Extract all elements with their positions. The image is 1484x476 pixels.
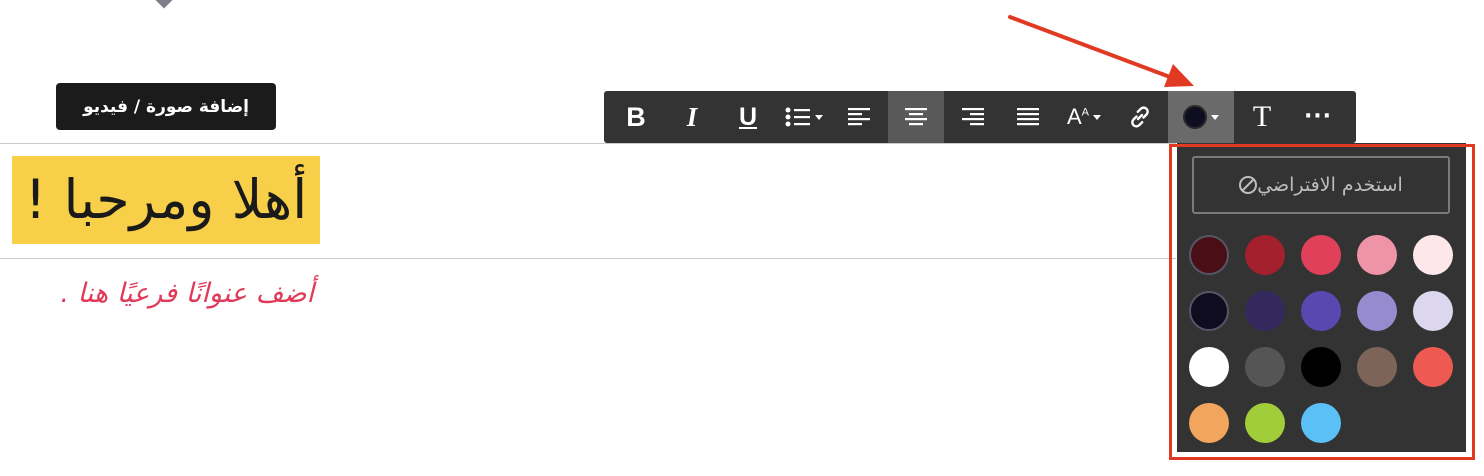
italic-icon: I [686,101,698,132]
underline-icon: U [738,102,758,131]
text-style-icon: T [1252,100,1272,133]
color-swatch[interactable] [1189,235,1229,275]
color-swatch[interactable] [1189,403,1229,443]
more-icon: ··· [1303,104,1333,129]
color-swatch[interactable] [1245,403,1285,443]
color-swatch[interactable] [1357,347,1397,387]
subheading[interactable]: أضف عنوانًا فرعيًا هنا . [60,278,314,309]
color-swatch[interactable] [1413,235,1453,275]
color-swatch[interactable] [1413,291,1453,331]
text-color-button[interactable] [1168,91,1234,143]
align-right-icon [962,108,984,126]
link-icon [1131,106,1149,128]
use-default-label: استخدم الافتراضي [1257,174,1403,196]
align-left-button[interactable] [832,91,888,143]
no-color-icon [1239,176,1258,194]
bulleted-list-icon [785,107,810,127]
chevron-down-icon [1211,114,1219,120]
color-swatch[interactable] [1413,347,1453,387]
section-divider-top [0,143,1176,144]
heading-block[interactable]: أهلا ومرحبا ! [12,156,320,244]
color-swatch[interactable] [1357,235,1397,275]
color-swatch[interactable] [1301,347,1341,387]
color-swatch[interactable] [1301,235,1341,275]
add-media-tooltip[interactable]: إضافة صورة / فيديو [56,83,276,130]
color-swatch[interactable] [1245,235,1285,275]
link-button[interactable] [1112,91,1168,143]
section-divider-bottom [0,258,1176,259]
align-center-button[interactable] [888,91,944,143]
underline-button[interactable]: U [720,91,776,143]
font-size-icon: AA [1066,104,1090,129]
chevron-down-icon [815,114,823,120]
color-swatch[interactable] [1245,347,1285,387]
color-swatch[interactable] [1301,403,1341,443]
color-dot-icon [1183,105,1207,129]
align-justify-icon [1017,108,1039,126]
add-media-label: إضافة صورة / فيديو [83,96,249,117]
use-default-color-button[interactable]: استخدم الافتراضي [1192,156,1450,214]
color-swatch[interactable] [1357,291,1397,331]
color-picker-panel: استخدم الافتراضي [1177,143,1466,452]
align-right-button[interactable] [944,91,1000,143]
justify-button[interactable] [1000,91,1056,143]
bold-button[interactable]: B [608,91,664,143]
color-swatch[interactable] [1189,347,1229,387]
align-left-icon [848,108,870,126]
color-swatch[interactable] [1301,291,1341,331]
format-toolbar: B I U [604,91,1356,143]
more-button[interactable]: ··· [1290,91,1346,143]
italic-button[interactable]: I [664,91,720,143]
align-center-icon [905,108,927,126]
chevron-down-icon [1093,114,1102,120]
list-button[interactable] [776,91,832,143]
color-swatch[interactable] [1189,291,1229,331]
bold-icon: B [626,101,646,132]
page-heading[interactable]: أهلا ومرحبا ! [24,168,308,231]
font-size-button[interactable]: AA [1056,91,1112,143]
text-style-button[interactable]: T [1234,91,1290,143]
color-swatch[interactable] [1245,291,1285,331]
top-caret [155,0,173,9]
